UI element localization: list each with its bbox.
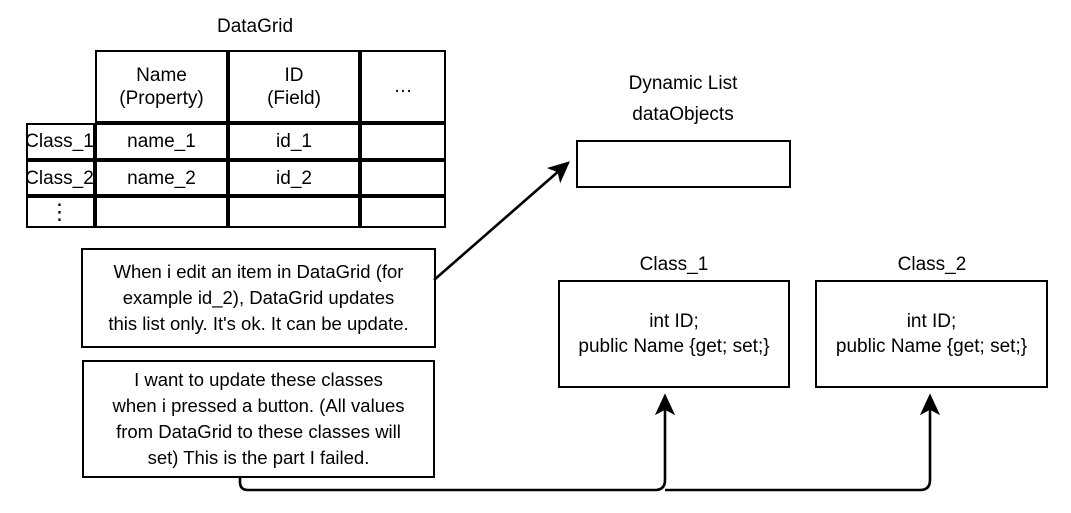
class-1-field: int ID; [649,311,699,332]
table-header-id: ID (Field) [228,50,360,123]
dynamic-list-box [576,140,791,188]
note1-line3: this list only. It's ok. It can be updat… [108,313,409,334]
table-cell-name-1: name_1 [95,123,228,160]
class-1-property: public Name {get; set;} [578,336,770,357]
dynamic-list-title-line1: Dynamic List [628,73,738,94]
table-header-ellipsis: … [360,50,446,123]
table-cell-id-3 [228,196,360,228]
class-2-field: int ID; [906,311,957,332]
class-2-property: public Name {get; set;} [835,336,1028,357]
table-row-label-ellipsis: ⋮ [26,196,95,228]
table-row-label-class-1: Class_1 [25,123,95,160]
arrow-note-to-class-2 [665,393,941,492]
note2-line1: I want to update these classes [134,369,383,390]
table-header-name-line2: (Property) [119,87,204,109]
note2-line2: when i pressed a button. (All values [112,395,405,416]
table-cell-extra-3 [360,196,446,228]
table-cell-id-1: id_1 [228,123,360,160]
note-datagrid-updates-list: When i edit an item in DataGrid (for exa… [81,248,436,348]
datagrid-title: DataGrid [216,16,294,37]
table-cell-id-2: id_2 [228,160,360,196]
table-cell-extra-2 [360,160,446,196]
note2-line4: set) This is the part I failed. [147,447,370,468]
table-header-name: Name (Property) [95,50,228,123]
table-header-name-line1: Name [136,64,187,86]
table-cell-extra-1 [360,123,446,160]
table-header-id-line1: ID [284,64,304,86]
dynamic-list-title-line2: dataObjects [632,104,734,125]
table-cell-name-3 [95,196,228,228]
arrow-note-to-dynamic-list [433,161,570,281]
class-1-title: Class_1 [639,254,709,275]
table-header-ellipsis-label: … [393,76,413,97]
class-1-box: int ID; public Name {get; set;} [558,280,790,388]
note1-line1: When i edit an item in DataGrid (for [113,261,404,282]
note2-line3: from DataGrid to these classes will [116,421,401,442]
table-header-id-line2: (Field) [267,87,321,109]
note1-line2: example id_2), DataGrid updates [122,287,395,308]
class-2-box: int ID; public Name {get; set;} [815,280,1048,388]
note-update-classes: I want to update these classes when i pr… [82,360,435,478]
class-2-title: Class_2 [897,254,967,275]
table-cell-name-2: name_2 [95,160,228,196]
table-row-label-class-2: Class_2 [25,160,95,196]
